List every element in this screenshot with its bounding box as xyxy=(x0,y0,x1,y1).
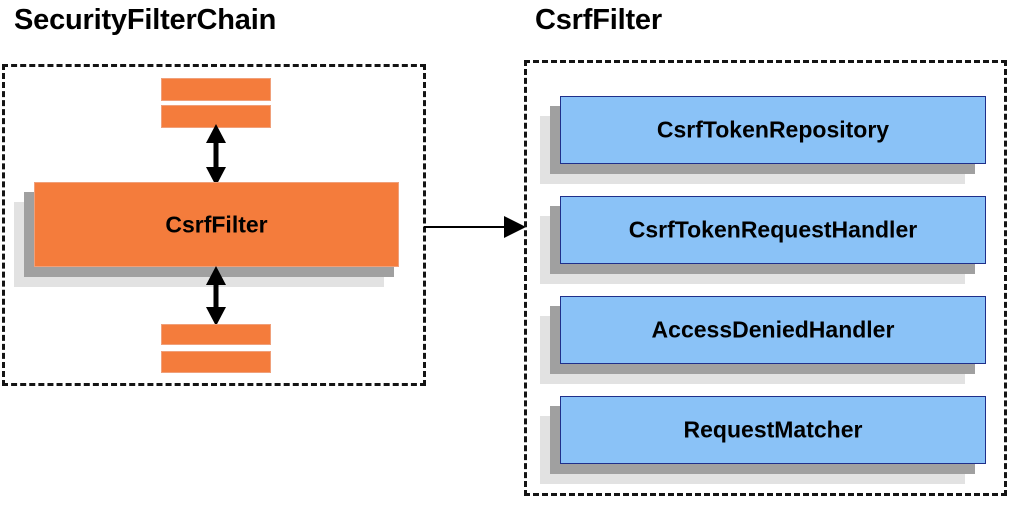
group-box-security-filter-chain xyxy=(2,64,426,386)
component-label-csrftokenrequesthandler: CsrfTokenRequestHandler xyxy=(628,216,918,243)
group-box-csrffilter-detail xyxy=(524,60,1007,496)
arrow-vertical-top xyxy=(206,124,226,186)
component-box-csrftokenrepository[interactable]: CsrfTokenRepository xyxy=(540,96,990,184)
panel-title-security-filter-chain: SecurityFilterChain xyxy=(14,4,277,36)
arrow-vertical-bottom xyxy=(206,266,226,326)
box-face[interactable]: CsrfFilter xyxy=(34,182,399,267)
component-box-csrffilter[interactable]: CsrfFilter xyxy=(14,182,414,288)
component-label-requestmatcher: RequestMatcher xyxy=(683,416,863,443)
box-face[interactable]: CsrfTokenRepository xyxy=(560,96,986,164)
component-label-accessdeniedhandler: AccessDeniedHandler xyxy=(651,316,895,343)
component-box-accessdeniedhandler[interactable]: AccessDeniedHandler xyxy=(540,296,990,384)
filter-bar-bottom-1 xyxy=(161,324,271,345)
box-face[interactable]: RequestMatcher xyxy=(560,396,986,464)
component-box-requestmatcher[interactable]: RequestMatcher xyxy=(540,396,990,484)
box-face[interactable]: CsrfTokenRequestHandler xyxy=(560,196,986,264)
arrow-csrffilter-to-detail xyxy=(424,216,526,238)
filter-bar-top-1 xyxy=(161,78,271,101)
component-label-csrftokenrepository: CsrfTokenRepository xyxy=(656,116,890,143)
box-face[interactable]: AccessDeniedHandler xyxy=(560,296,986,364)
panel-title-csrf-filter: CsrfFilter xyxy=(535,4,662,36)
component-label-csrffilter: CsrfFilter xyxy=(165,211,268,237)
component-box-csrftokenrequesthandler[interactable]: CsrfTokenRequestHandler xyxy=(540,196,990,284)
filter-bar-bottom-2 xyxy=(161,351,271,373)
